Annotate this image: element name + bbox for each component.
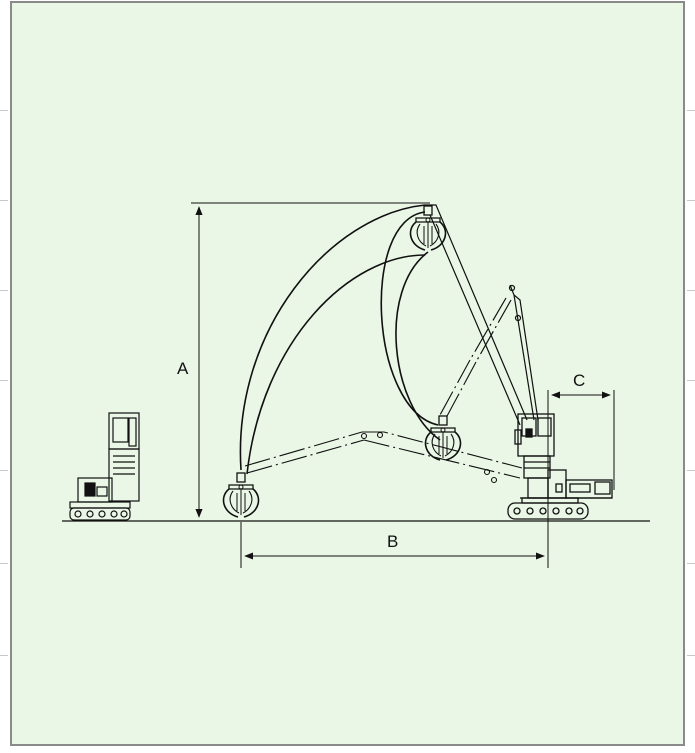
edge-tick bbox=[0, 380, 8, 381]
small-machine-front-view bbox=[69, 412, 140, 521]
dimension-c bbox=[551, 390, 615, 490]
edge-tick bbox=[687, 655, 695, 656]
diagram-frame bbox=[10, 1, 685, 746]
edge-tick bbox=[0, 655, 8, 656]
dimension-a bbox=[191, 202, 430, 518]
edge-tick bbox=[0, 110, 8, 111]
boom-raised bbox=[425, 204, 539, 426]
edge-tick bbox=[687, 563, 695, 564]
edge-tick bbox=[0, 470, 8, 471]
dimension-c-label: C bbox=[573, 371, 585, 390]
boom-mid bbox=[439, 359, 477, 419]
edge-tick bbox=[687, 290, 695, 291]
edge-tick bbox=[687, 200, 695, 201]
edge-tick bbox=[687, 110, 695, 111]
edge-tick bbox=[0, 290, 8, 291]
edge-tick bbox=[0, 200, 8, 201]
dimension-b-label: B bbox=[387, 532, 398, 551]
dimension-a-label: A bbox=[177, 359, 189, 378]
edge-tick bbox=[0, 563, 8, 564]
diagram-background bbox=[12, 3, 683, 744]
material-handler-body bbox=[507, 413, 613, 520]
reach-envelope-curves bbox=[239, 204, 441, 475]
boom-lowered bbox=[244, 431, 523, 484]
edge-tick bbox=[687, 380, 695, 381]
edge-tick bbox=[687, 470, 695, 471]
